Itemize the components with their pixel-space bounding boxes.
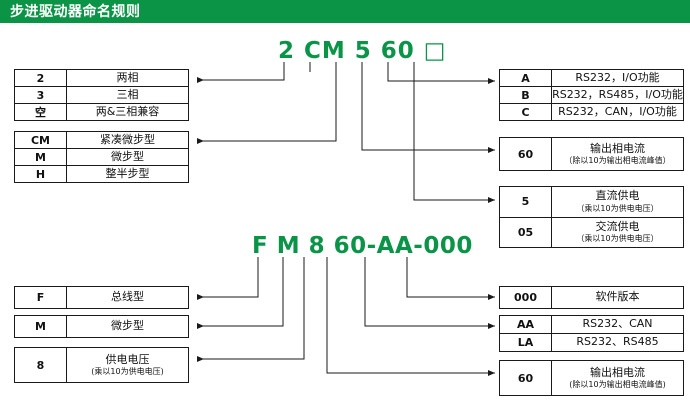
row-value: 微步型	[67, 316, 188, 337]
row-value: 供电电压 (乘以10为供电电压)	[67, 348, 188, 382]
table-row: F 总线型	[15, 287, 188, 308]
table-bus: F 总线型	[14, 286, 189, 309]
row-value: 输出相电流 (除以10为输出相电流峰值)	[552, 361, 683, 395]
row-value: 三相	[67, 87, 188, 103]
row-value-text: 微步型	[111, 149, 144, 163]
row-value-text: 直流供电	[595, 189, 640, 203]
row-key: 60	[500, 138, 552, 170]
row-note: （乘以10为供电电压）	[576, 203, 659, 213]
row-value-text: 微步型	[111, 319, 144, 333]
row-value: RS232、CAN	[552, 316, 683, 333]
row-value-text: 软件版本	[595, 290, 640, 304]
table-phase: 2 两相 3 三相 空 两&三相兼容	[14, 69, 189, 121]
row-key: 3	[15, 87, 67, 103]
row-key: B	[500, 87, 552, 103]
row-value-text: 输出相电流	[590, 365, 645, 379]
row-value: RS232、RS485	[552, 334, 683, 351]
code-bottom-text: F M 8 60-AA-000	[252, 233, 473, 259]
row-key: F	[15, 287, 67, 308]
row-key: 60	[500, 361, 552, 395]
row-note: (除以10为输出相电流峰值)	[569, 380, 666, 390]
code-top: 2 CM 5 60 □	[278, 38, 447, 64]
row-value-text: 两相	[116, 70, 139, 84]
row-value: 直流供电 （乘以10为供电电压）	[552, 187, 683, 217]
row-key: 05	[500, 217, 552, 247]
row-key: 2	[15, 70, 67, 86]
table-microstep: M 微步型	[14, 315, 189, 338]
row-value: 微步型	[67, 149, 188, 165]
table-row: H 整半步型	[15, 166, 188, 182]
table-row: 60 输出相电流 （除以10为输出相电流峰值）	[500, 138, 683, 170]
row-key: 000	[500, 287, 552, 308]
row-value-text: 供电电压	[105, 352, 150, 366]
row-value-text: 整半步型	[105, 166, 150, 180]
row-value-text: RS232，RS485，I/O功能	[552, 87, 683, 101]
table-row: 空 两&三相兼容	[15, 104, 188, 120]
row-value: RS232，CAN，I/O功能	[552, 104, 683, 120]
row-key: 空	[15, 104, 67, 120]
row-value: 两相	[67, 70, 188, 86]
row-value: RS232，I/O功能	[552, 70, 683, 86]
row-key: M	[15, 316, 67, 337]
row-note: (乘以10为供电电压)	[91, 367, 164, 377]
table-row: 05 交流供电 （乘以10为供电电压）	[500, 217, 683, 248]
table-type: CM 紧凑微步型 M 微步型 H 整半步型	[14, 131, 189, 183]
row-note: （乘以10为供电电压）	[576, 234, 659, 244]
table-row: M 微步型	[15, 316, 188, 337]
row-key: 8	[15, 348, 67, 382]
table-row: CM 紧凑微步型	[15, 132, 188, 149]
row-value-text: RS232，CAN，I/O功能	[558, 104, 677, 118]
row-key: 5	[500, 187, 552, 217]
table-row: 3 三相	[15, 87, 188, 104]
table-row: B RS232，RS485，I/O功能	[500, 87, 683, 104]
row-value: 软件版本	[552, 287, 683, 308]
row-value: 两&三相兼容	[67, 104, 188, 120]
page-title: 步进驱动器命名规则	[10, 4, 141, 20]
row-value: 总线型	[67, 287, 188, 308]
table-communication: A RS232，I/O功能 B RS232，RS485，I/O功能 C RS23…	[499, 69, 684, 121]
table-row: 60 输出相电流 (除以10为输出相电流峰值)	[500, 361, 683, 395]
row-value: RS232，RS485，I/O功能	[552, 87, 683, 103]
row-value-text: 总线型	[111, 290, 144, 304]
code-top-text: 2 CM 5 60 □	[278, 38, 447, 64]
row-value-text: 输出相电流	[590, 141, 645, 155]
row-key: H	[15, 166, 67, 182]
table-supply-voltage: 8 供电电压 (乘以10为供电电压)	[14, 347, 189, 383]
row-value-text: RS232、CAN	[582, 317, 653, 331]
row-value: 输出相电流 （除以10为输出相电流峰值）	[552, 138, 683, 170]
row-key: LA	[500, 334, 552, 351]
table-protocol: AA RS232、CAN LA RS232、RS485	[499, 315, 684, 352]
table-software-version: 000 软件版本	[499, 286, 684, 309]
row-value: 紧凑微步型	[67, 132, 188, 148]
table-row: 000 软件版本	[500, 287, 683, 308]
table-row: 5 直流供电 （乘以10为供电电压）	[500, 187, 683, 218]
row-note: （除以10为输出相电流峰值）	[564, 156, 671, 166]
row-key: A	[500, 70, 552, 86]
table-output-current-top: 60 输出相电流 （除以10为输出相电流峰值）	[499, 137, 684, 171]
table-row: AA RS232、CAN	[500, 316, 683, 334]
row-value-text: 两&三相兼容	[95, 104, 160, 118]
row-value-text: 三相	[116, 87, 139, 101]
row-key: M	[15, 149, 67, 165]
header-bar: 步进驱动器命名规则	[0, 0, 690, 23]
table-row: A RS232，I/O功能	[500, 70, 683, 87]
row-value-text: 交流供电	[595, 219, 640, 233]
table-row: 8 供电电压 (乘以10为供电电压)	[15, 348, 188, 382]
row-key: AA	[500, 316, 552, 333]
table-row: 2 两相	[15, 70, 188, 87]
row-key: CM	[15, 132, 67, 148]
table-row: M 微步型	[15, 149, 188, 166]
row-value-text: RS232、RS485	[576, 335, 659, 349]
table-row: LA RS232、RS485	[500, 334, 683, 351]
code-bottom: F M 8 60-AA-000	[252, 233, 473, 259]
table-row: C RS232，CAN，I/O功能	[500, 104, 683, 120]
table-power-supply: 5 直流供电 （乘以10为供电电压） 05 交流供电 （乘以10为供电电压）	[499, 186, 684, 248]
row-value: 交流供电 （乘以10为供电电压）	[552, 218, 683, 248]
row-value: 整半步型	[67, 166, 188, 182]
row-key: C	[500, 104, 552, 120]
table-output-current-bottom: 60 输出相电流 (除以10为输出相电流峰值)	[499, 360, 684, 396]
row-value-text: 紧凑微步型	[100, 132, 155, 146]
row-value-text: RS232，I/O功能	[575, 70, 660, 84]
